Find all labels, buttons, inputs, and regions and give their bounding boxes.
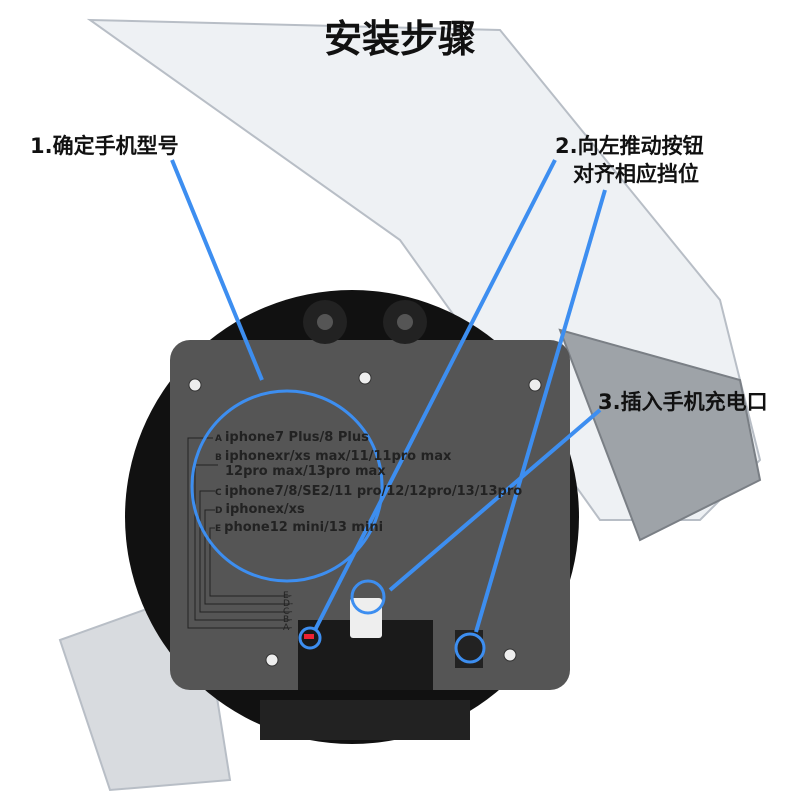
step-2-line1: 2.向左推动按钮: [555, 134, 704, 158]
step-2-line2: 对齐相应挡位: [573, 162, 699, 186]
step-2-label: 2.向左推动按钮 对齐相应挡位: [555, 132, 704, 188]
device-face: [170, 340, 570, 690]
step-3-label: 3.插入手机充电口: [598, 390, 768, 414]
slot-letters: E-D-C-B-A-: [283, 591, 294, 633]
step-1-label: 1.确定手机型号: [30, 134, 179, 158]
slot-bracket: [187, 437, 290, 629]
annotation-lines: [170, 159, 607, 664]
transparent-case: [58, 18, 762, 792]
page-title: 安装步骤: [323, 17, 476, 61]
